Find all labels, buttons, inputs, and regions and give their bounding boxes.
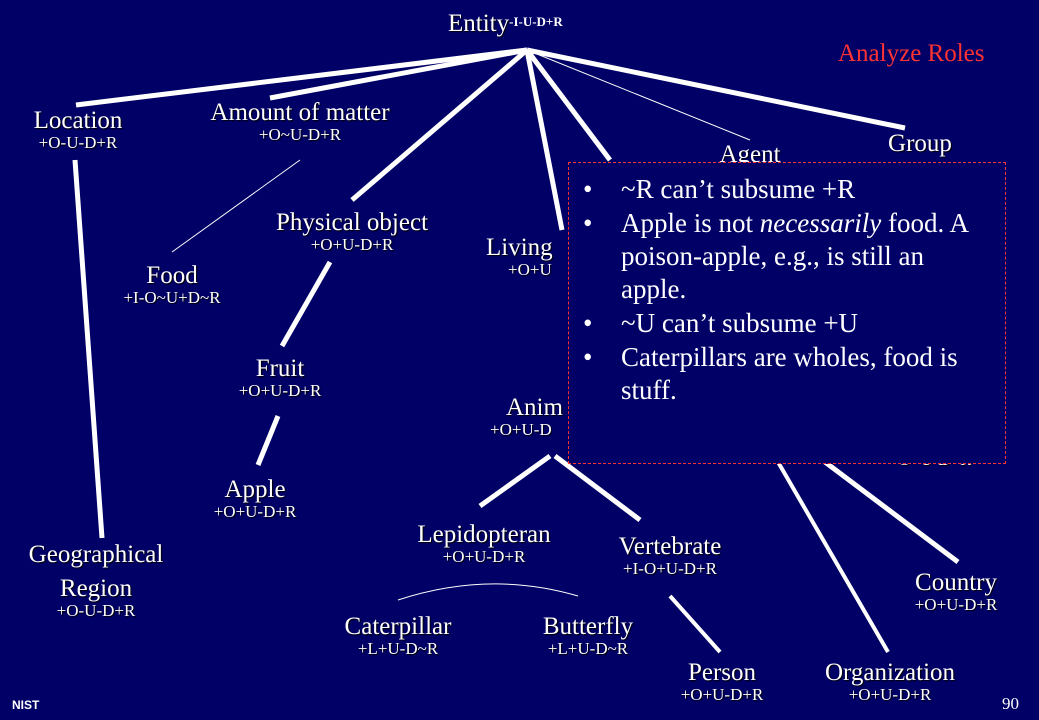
callout-bullet-1: • ~R can’t subsume +R <box>583 173 995 206</box>
node-name: Location <box>33 107 123 134</box>
node-name-line1: Geographical <box>28 541 164 568</box>
node-name: Organization <box>824 659 956 686</box>
node-code: +O+U-D+R <box>310 235 394 254</box>
node-code: +O+U-D+R <box>848 685 932 704</box>
node-group: Group <box>888 131 952 157</box>
node-name: Person <box>687 659 757 686</box>
callout-text: ~R can’t subsume +R <box>621 174 856 204</box>
node-lepidopteran: Lepidopteran +O+U-D+R <box>417 522 550 566</box>
node-apple: Apple +O+U-D+R <box>214 477 297 521</box>
node-code: +L+U-D~R <box>547 639 629 658</box>
edge-entity-amount <box>269 47 528 101</box>
analyze-roles-note: Analyze Roles <box>838 40 985 67</box>
bullet-glyph: • <box>583 208 593 238</box>
callout-bullet-2: • Apple is not necessarily food. A poiso… <box>583 207 995 306</box>
node-entity: Entity-I-U-D+R <box>448 10 563 38</box>
node-code: +O-U-D+R <box>56 601 136 620</box>
node-vertebrate: Vertebrate +I-O+U-D+R <box>619 534 722 578</box>
node-name: Anim <box>506 394 563 421</box>
edge-animal-lepidopteran <box>478 453 552 509</box>
node-organization: Organization +O+U-D+R <box>825 660 955 704</box>
node-location: Location +O-U-D+R <box>34 108 123 152</box>
edge-animal-vertebrate <box>553 454 642 522</box>
bullet-glyph: • <box>583 342 593 372</box>
node-code: +O+U-D+R <box>213 502 297 521</box>
node-name: Apple <box>224 476 286 503</box>
node-caterpillar: Caterpillar +L+U-D~R <box>345 614 452 658</box>
node-name: Group <box>888 130 952 157</box>
bullet-glyph: • <box>583 308 593 338</box>
node-code: +I-O~U+D~R <box>123 288 221 307</box>
node-amount-of-matter: Amount of matter +O~U-D+R <box>210 100 389 144</box>
edge-entity-agent <box>526 49 751 141</box>
node-name: Living <box>486 234 553 261</box>
node-country: Country +O+U-D+R <box>915 570 998 614</box>
page-number: 90 <box>1002 694 1019 713</box>
node-name: Vertebrate <box>618 533 722 560</box>
node-physical-object: Physical object +O+U-D+R <box>276 210 428 254</box>
node-person: Person +O+U-D+R <box>681 660 764 704</box>
edge-physical-fruit <box>279 260 333 348</box>
node-code: +O+U-D+R <box>680 685 764 704</box>
edge-social-country <box>823 460 960 564</box>
callout-bullet-4: • Caterpillars are wholes, food is stuff… <box>583 341 995 407</box>
edge-entity-physical <box>350 48 529 202</box>
edge-entity-living <box>524 49 565 231</box>
callout-text-part1: Apple is not <box>621 208 760 238</box>
node-name: Butterfly <box>542 613 634 640</box>
node-fruit: Fruit +O+U-D+R <box>239 356 322 400</box>
node-name: Food <box>146 262 198 289</box>
node-name: Lepidopteran <box>417 521 551 548</box>
node-butterfly: Butterfly +L+U-D~R <box>543 614 633 658</box>
node-name-line2: Region <box>59 575 133 602</box>
node-code: +O~U-D+R <box>258 125 342 144</box>
node-code: +O+U <box>508 260 552 279</box>
node-name: Physical object <box>275 209 429 236</box>
edge-location-geo <box>72 159 105 539</box>
callout-text-part2: food. A poison-apple, e.g., is still an … <box>621 208 968 304</box>
edge-social-organization <box>776 460 890 654</box>
node-entity-code: -I-U-D+R <box>509 14 563 29</box>
edge-entity-living2 <box>525 48 612 162</box>
node-animal: Anim +O+U-D <box>490 395 563 439</box>
node-name: Fruit <box>255 355 305 382</box>
edge-vertebrate-person <box>668 594 722 654</box>
node-code: +O+U-D <box>490 420 552 439</box>
node-name: Country <box>915 569 997 596</box>
bullet-glyph: • <box>583 174 593 204</box>
callout-bullet-list: • ~R can’t subsume +R • Apple is not nec… <box>583 173 995 407</box>
node-geographical-region: Geographical Region +O-U-D+R <box>29 542 164 620</box>
node-code: +O+U-D+R <box>914 595 998 614</box>
nist-label: NIST <box>12 698 40 712</box>
node-code: +O+U-D+R <box>238 381 322 400</box>
node-code: +O-U-D+R <box>38 133 118 152</box>
node-code: +I-O+U-D+R <box>623 559 717 578</box>
explanation-callout: • ~R can’t subsume +R • Apple is not nec… <box>568 162 1006 464</box>
node-living: Living +O+U <box>486 235 553 279</box>
edge-fruit-apple <box>255 415 281 466</box>
callout-text: ~U can’t subsume +U <box>621 308 859 338</box>
node-name: Amount of matter <box>210 99 390 126</box>
edge-lepidopteran-children <box>397 583 579 601</box>
node-code: +O+U-D+R <box>442 547 526 566</box>
edge-entity-location <box>75 47 528 108</box>
node-entity-name: Entity <box>448 10 510 37</box>
node-code: +L+U-D~R <box>357 639 439 658</box>
callout-text: Caterpillars are wholes, food is stuff. <box>621 342 958 405</box>
callout-text-emphasis: necessarily <box>759 208 882 238</box>
edge-amount-food <box>171 159 301 253</box>
node-food: Food +I-O~U+D~R <box>123 263 220 307</box>
edge-entity-group <box>526 47 906 131</box>
callout-bullet-3: • ~U can’t subsume +U <box>583 307 995 340</box>
node-name: Caterpillar <box>344 613 452 640</box>
